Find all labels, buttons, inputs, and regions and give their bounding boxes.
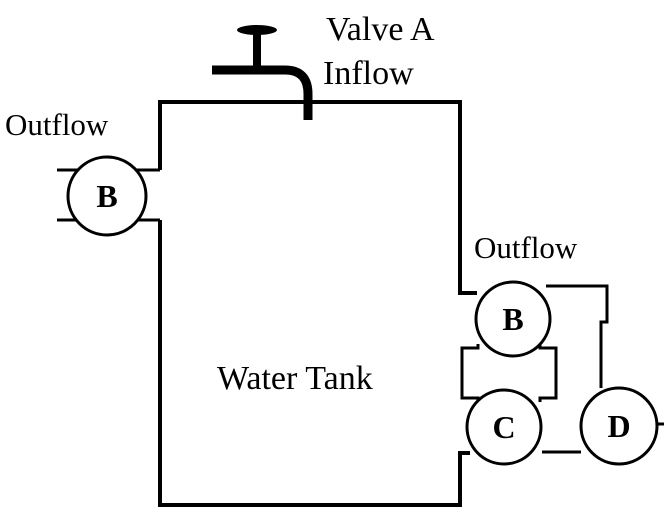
tank-wall-lower-left bbox=[158, 220, 470, 507]
valve-a-label: Valve A bbox=[326, 11, 435, 48]
water-tank-label: Water Tank bbox=[217, 360, 373, 397]
valve-b-left-label: B bbox=[96, 178, 117, 214]
tank-wall bbox=[158, 100, 477, 295]
outflow-left-label: Outflow bbox=[5, 107, 109, 142]
valve-c-label: C bbox=[492, 409, 515, 445]
valve-b-left bbox=[66, 155, 148, 237]
valve-a-faucet-icon bbox=[212, 25, 313, 120]
valve-b-right bbox=[474, 280, 552, 358]
outflow-right-label: Outflow bbox=[474, 230, 578, 265]
valve-c bbox=[465, 388, 543, 466]
valve-b-right-label: B bbox=[502, 301, 523, 337]
valve-d-label: D bbox=[607, 408, 630, 444]
valve-d bbox=[579, 386, 659, 466]
inflow-label: Inflow bbox=[323, 55, 414, 92]
